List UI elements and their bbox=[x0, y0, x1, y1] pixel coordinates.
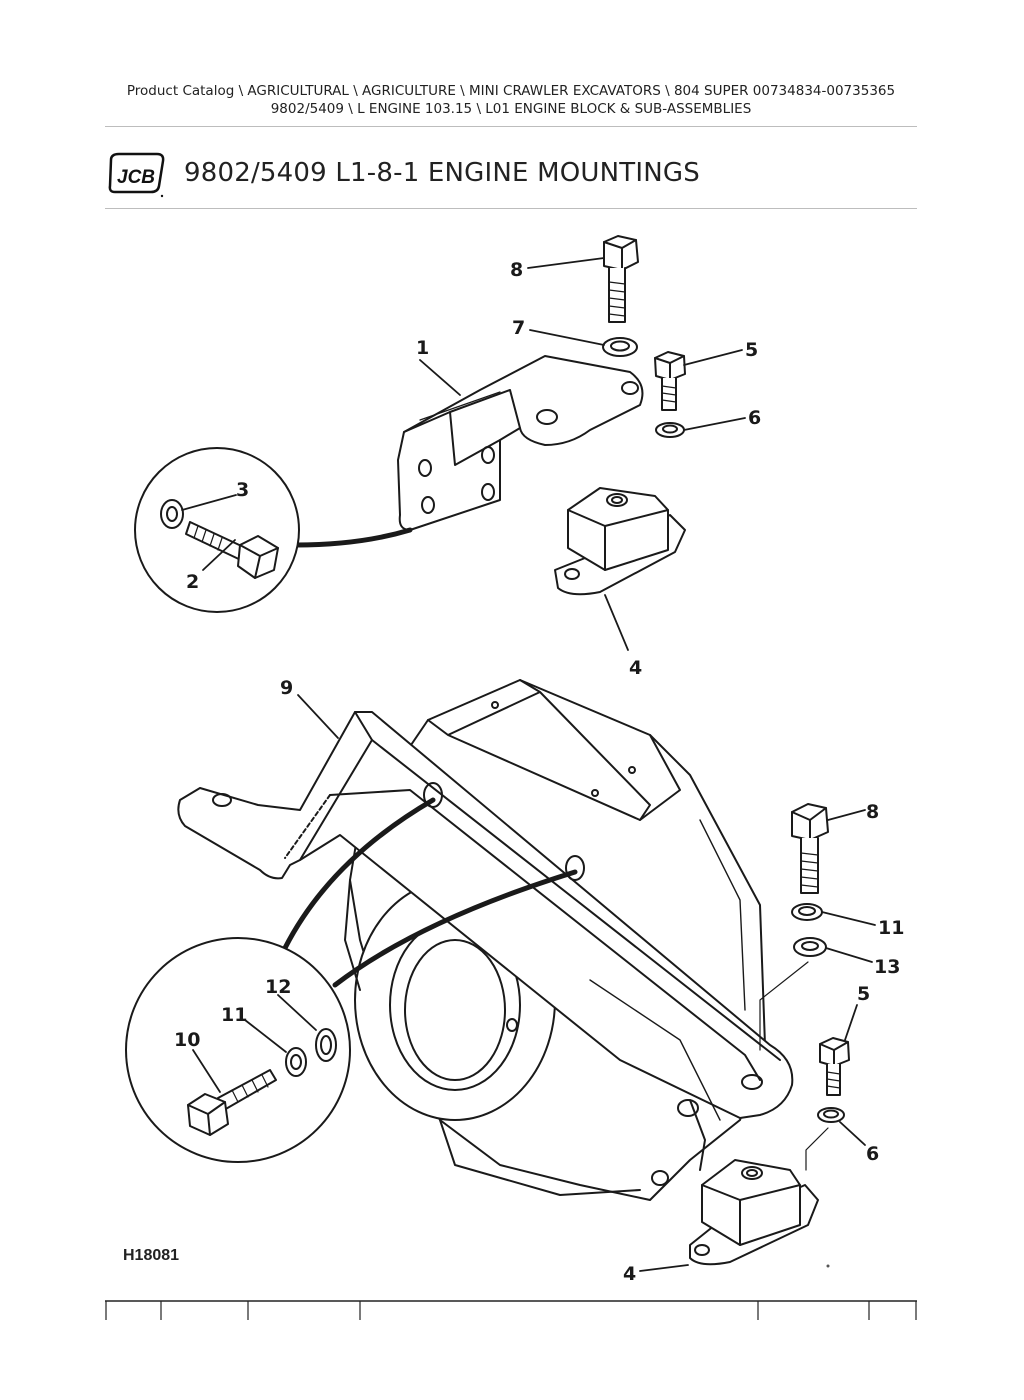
callout-4-upper: 4 bbox=[629, 657, 642, 679]
bolt-8-top bbox=[603, 235, 639, 323]
detail-link-lower-b bbox=[332, 869, 578, 988]
jcb-logo-icon: JCB bbox=[108, 152, 165, 198]
bracket-9 bbox=[177, 711, 794, 1121]
detail-link-upper bbox=[293, 527, 413, 548]
header-divider bbox=[105, 126, 917, 127]
callout-12: 12 bbox=[265, 976, 291, 998]
callout-6-right: 6 bbox=[866, 1143, 879, 1165]
washer-11-right-hole bbox=[798, 906, 816, 916]
washer-6-top bbox=[655, 422, 685, 438]
washer-7 bbox=[602, 337, 638, 357]
rubber-mount-4-lower bbox=[689, 1159, 819, 1266]
page-title: 9802/5409 L1-8-1 ENGINE MOUNTINGS bbox=[184, 158, 700, 188]
bolt-5-right bbox=[819, 1037, 850, 1096]
callout-10: 10 bbox=[174, 1029, 200, 1051]
callout-7: 7 bbox=[512, 317, 525, 339]
logo-text: JCB bbox=[117, 167, 155, 188]
detail-link-lower-a bbox=[282, 797, 436, 951]
callout-13: 13 bbox=[874, 956, 900, 978]
callout-1: 1 bbox=[416, 337, 429, 359]
bracket-1 bbox=[397, 355, 644, 531]
callout-5-right: 5 bbox=[857, 983, 870, 1005]
breadcrumb: Product Catalog \ AGRICULTURAL \ AGRICUL… bbox=[105, 82, 917, 118]
callout-4-lower: 4 bbox=[623, 1263, 636, 1285]
bolt-5-top bbox=[654, 351, 686, 411]
bolt-8-right bbox=[791, 803, 829, 894]
detail-circle-upper bbox=[134, 447, 300, 613]
callout-11-right: 11 bbox=[878, 917, 904, 939]
callout-2: 2 bbox=[186, 571, 199, 593]
breadcrumb-line-1[interactable]: Product Catalog \ AGRICULTURAL \ AGRICUL… bbox=[126, 83, 896, 99]
rubber-mount-4-upper bbox=[554, 487, 686, 596]
callout-9: 9 bbox=[280, 677, 293, 699]
exploded-parts-diagram: 1 2 3 4 5 6 7 8 9 10 11 12 13 5 6 8 11 4 bbox=[125, 235, 904, 1285]
callout-11-detail: 11 bbox=[221, 1004, 247, 1026]
parts-table-header bbox=[105, 1300, 917, 1320]
detail-circle-lower bbox=[125, 937, 351, 1163]
diagram-reference-code: H18081 bbox=[123, 1247, 180, 1264]
callout-3: 3 bbox=[236, 479, 249, 501]
callout-8-right: 8 bbox=[866, 801, 879, 823]
callout-5-upper: 5 bbox=[745, 339, 758, 361]
leader-lines bbox=[181, 257, 876, 1272]
washer-13 bbox=[793, 937, 827, 957]
callout-6-upper: 6 bbox=[748, 407, 761, 429]
breadcrumb-line-2[interactable]: 9802/5409 \ L ENGINE 103.15 \ L01 ENGINE… bbox=[270, 101, 752, 117]
title-divider bbox=[105, 208, 917, 209]
callout-8-top: 8 bbox=[510, 259, 523, 281]
